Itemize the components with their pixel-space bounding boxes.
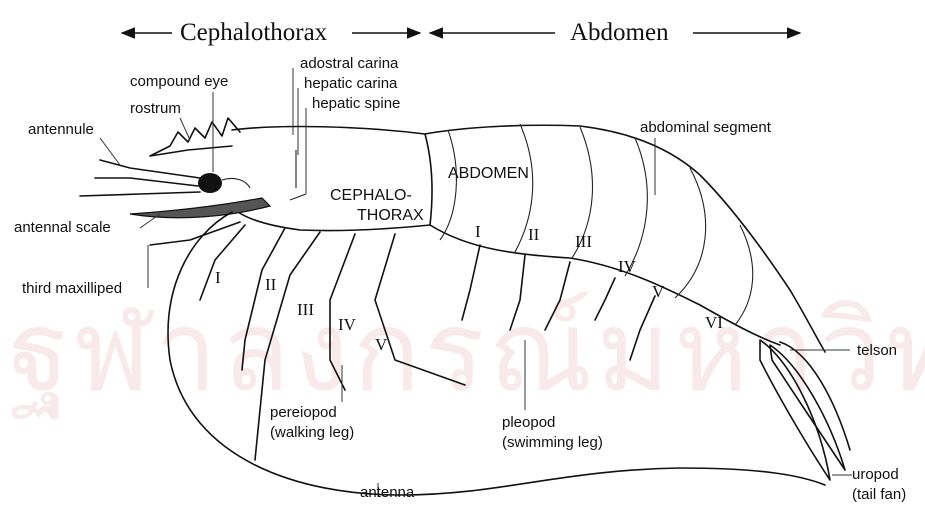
pointer-rostrum (180, 118, 190, 140)
label-compound-eye: compound eye (130, 73, 228, 90)
label-hepatic-spine: hepatic spine (312, 95, 400, 112)
region-header: Cephalothorax Abdomen (122, 19, 800, 46)
antennule-lower (80, 192, 200, 196)
label-pereiopod: pereiopod (270, 404, 337, 421)
text-cephalo-in-body: CEPHALO- (330, 187, 412, 204)
label-uropod-tail-fan: (tail fan) (852, 486, 906, 503)
pereiopod-numeral-1: I (215, 268, 221, 287)
segment-divider-4 (625, 138, 647, 276)
label-antenna: antenna (360, 484, 415, 501)
label-pereiopod-walking-leg: (walking leg) (270, 424, 354, 441)
segment-numeral-5: V (652, 282, 665, 301)
label-telson: telson (857, 342, 897, 359)
rostrum (150, 118, 240, 156)
text-thorax-in-body: THORAX (357, 207, 424, 224)
label-uropod: uropod (852, 466, 899, 483)
pereiopod-numeral-4: IV (338, 315, 357, 334)
label-hepatic-carina: hepatic carina (304, 75, 398, 92)
pleopod-numeral-2: II (528, 225, 540, 244)
segment-numeral-4: IV (618, 257, 637, 276)
abdomen-heading: Abdomen (570, 19, 669, 46)
label-adostral-carina: adostral carina (300, 55, 399, 72)
pereiopod-numeral-2: II (265, 275, 277, 294)
hepatic-spine-line (290, 194, 306, 200)
third-maxilliped-shape (150, 222, 240, 245)
segment-divider-5 (675, 168, 706, 298)
compound-eye-shape (198, 173, 222, 193)
pereiopod-numeral-5: V (375, 335, 388, 354)
segment-numeral-6: VI (705, 313, 723, 332)
segment-divider-1 (440, 130, 456, 240)
antennal-scale-shape (130, 198, 270, 218)
label-antennule: antennule (28, 121, 94, 138)
eye-stalk (222, 178, 250, 188)
label-rostrum: rostrum (130, 100, 181, 117)
antennule-upper (100, 160, 200, 178)
text-abdomen-in-body: ABDOMEN (448, 165, 529, 182)
antennule-middle (95, 178, 198, 186)
label-pleopod-swimming-leg: (swimming leg) (502, 434, 603, 451)
watermark-text: ฐฬาลงกรณ์มหาวิทยาลัย (8, 287, 925, 420)
pleopod-numeral-1: I (475, 222, 481, 241)
cephalothorax-heading: Cephalothorax (180, 19, 328, 46)
pereiopod-numeral-3: III (297, 300, 314, 319)
label-abdominal-segment: abdominal segment (640, 119, 772, 136)
label-third-maxilliped: third maxilliped (22, 280, 122, 297)
pleopod-numeral-3: III (575, 232, 592, 251)
label-antennal-scale: antennal scale (14, 219, 111, 236)
label-pleopod: pleopod (502, 414, 555, 431)
